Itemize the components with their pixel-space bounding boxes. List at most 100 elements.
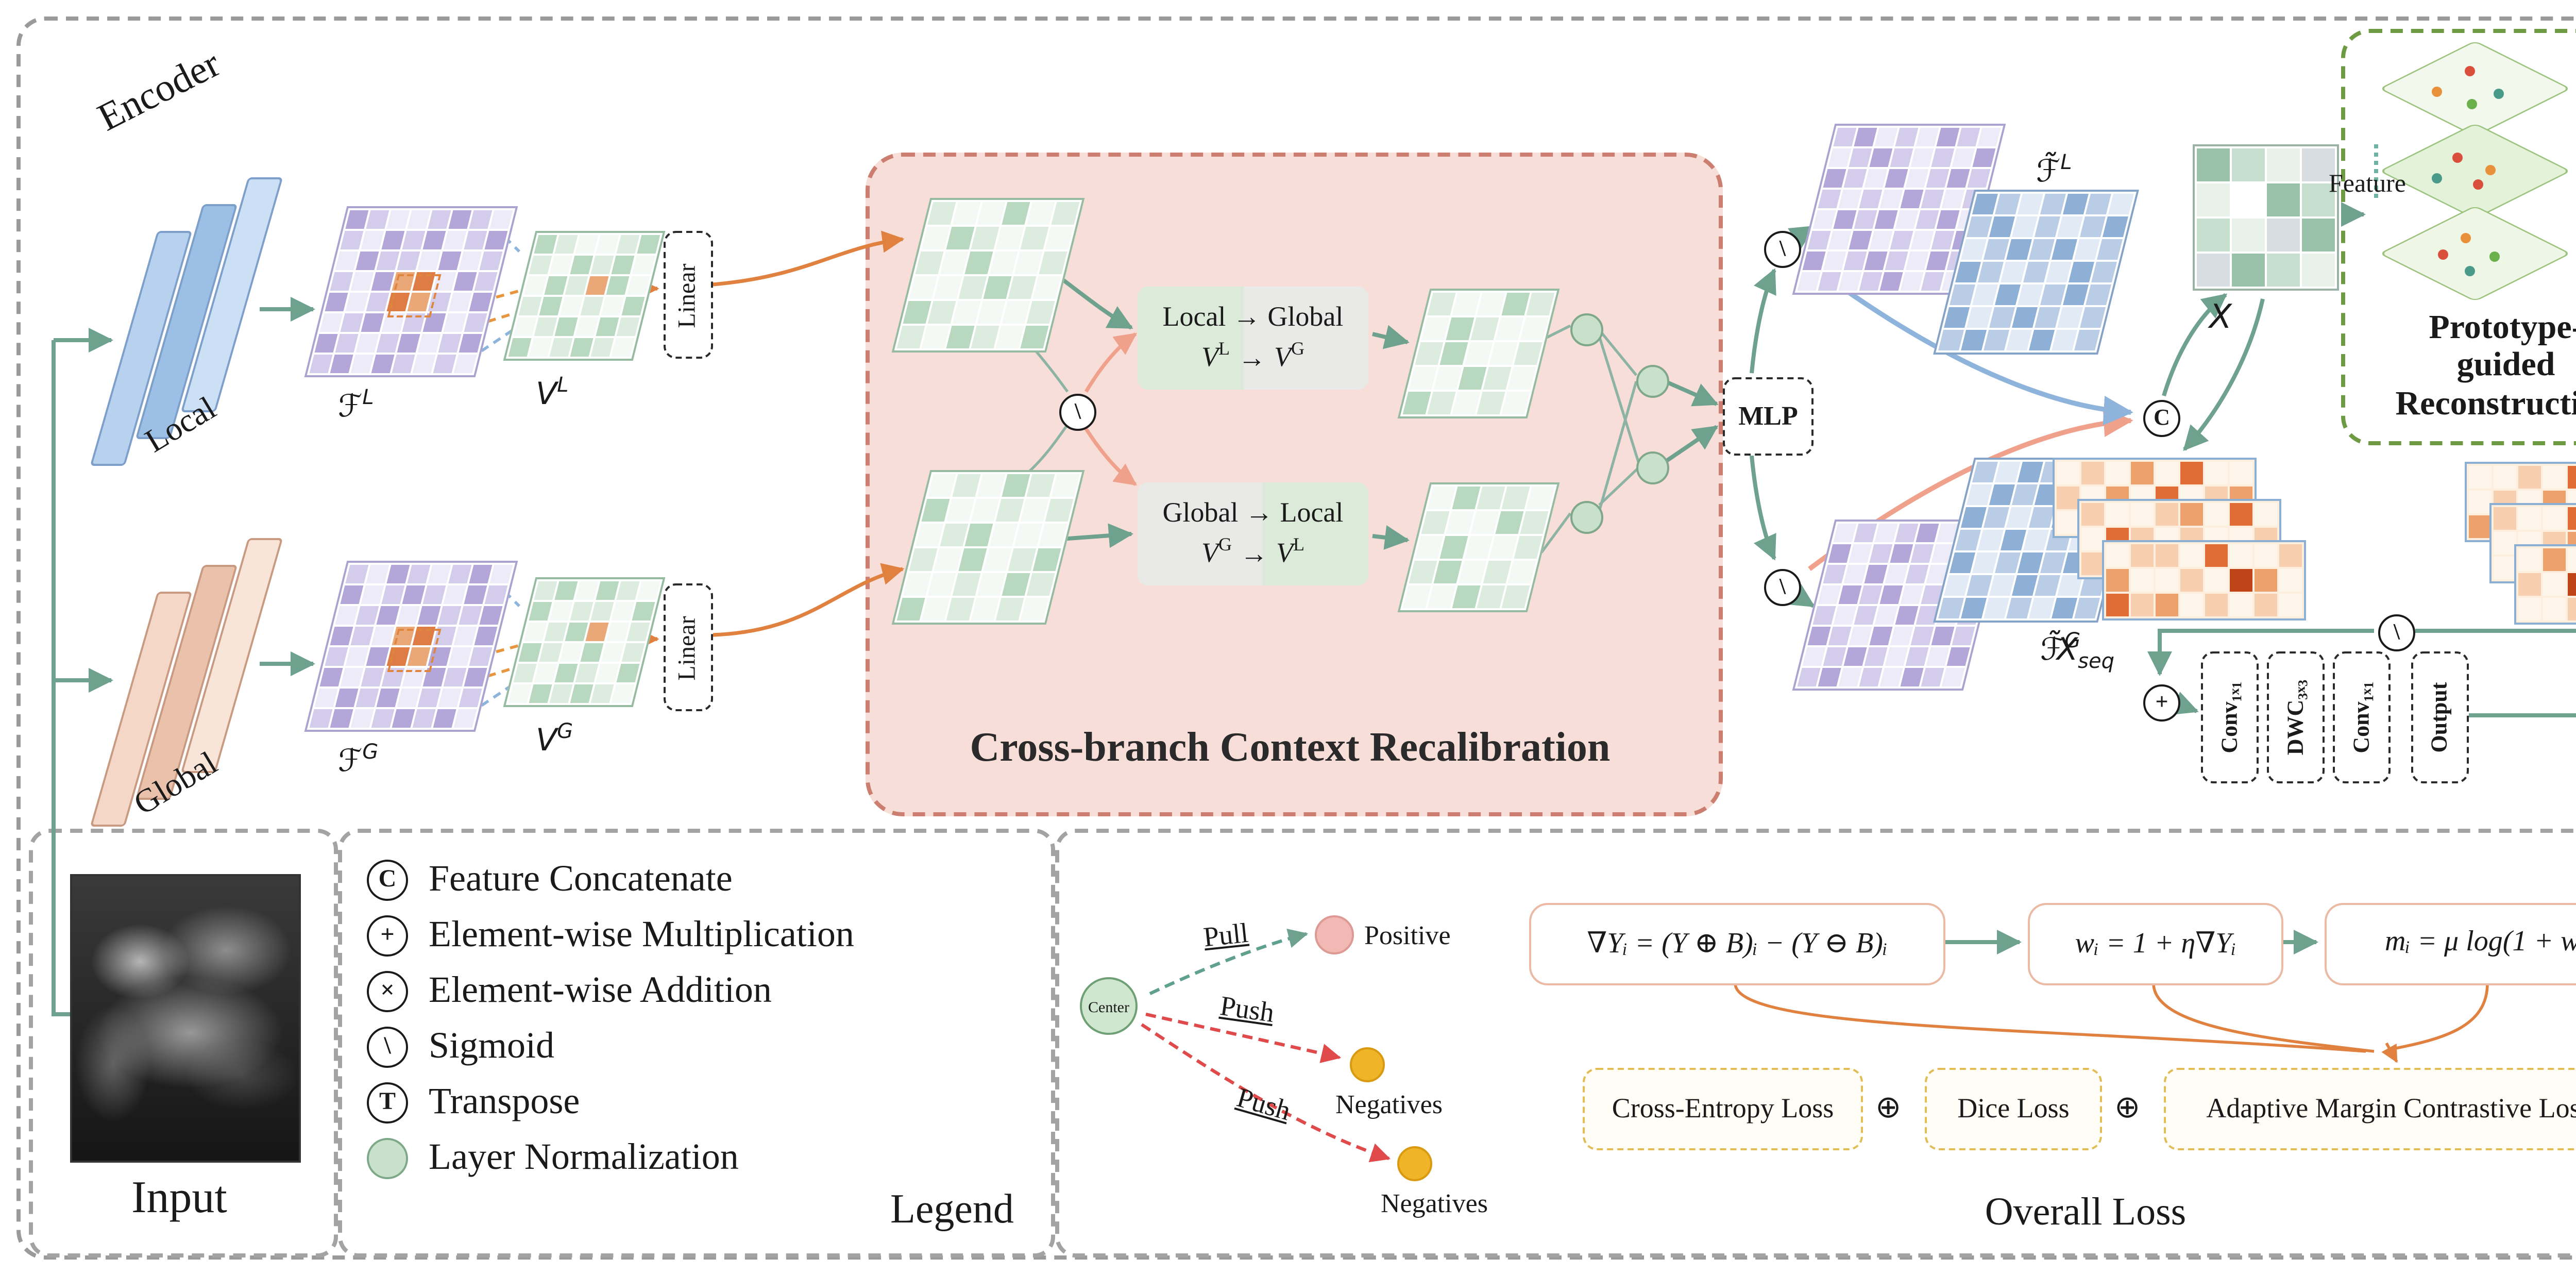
grid-cell — [2052, 598, 2078, 618]
grid-cell — [1936, 128, 1960, 146]
grid-cell — [2156, 544, 2178, 567]
grid-cell — [1874, 524, 1898, 542]
grid-cell — [909, 548, 938, 571]
grid-cell — [1885, 252, 1908, 270]
grid-cell — [549, 684, 573, 703]
prototype-plane — [2370, 198, 2576, 305]
grid-cell — [386, 565, 410, 583]
input-caption: Input — [131, 1171, 227, 1222]
grid-cell — [590, 256, 614, 274]
grid-cell — [1961, 598, 1987, 618]
grid-cell — [2051, 239, 2077, 260]
local-to-global-text: Local → Global — [1162, 301, 1344, 332]
grid-cell — [1823, 647, 1846, 666]
negative-node — [1350, 1047, 1385, 1082]
grid-cell — [1967, 307, 1993, 328]
grid-cell — [1864, 647, 1888, 666]
vl-sup: L — [557, 375, 569, 398]
grid-cell — [438, 334, 462, 353]
grid-cell — [2255, 569, 2277, 592]
grid-cell — [2543, 466, 2566, 489]
grid-cell — [417, 252, 441, 270]
grid-cell — [508, 338, 532, 357]
grid-cell — [1849, 627, 1872, 645]
grid-cell — [2267, 254, 2300, 287]
grid-cell — [1470, 317, 1499, 340]
grid-cell — [397, 606, 420, 625]
weight-formula-text: wᵢ = 1 + η∇Yᵢ — [2075, 929, 2236, 960]
grid-cell — [2081, 462, 2104, 484]
grid-cell — [1972, 552, 1998, 573]
grid-cell — [1921, 190, 1944, 208]
plus-operator: ⊕ — [1875, 1088, 1902, 1126]
grid-cell — [2086, 284, 2112, 305]
grid-cell — [1966, 484, 1992, 505]
prototype-dot — [2438, 249, 2448, 260]
grid-cell — [1032, 276, 1061, 299]
conv1x1-box-2: Conv₁ₓ₁ — [2333, 651, 2391, 783]
grid-cell — [2568, 573, 2576, 596]
prototype-dot — [2461, 233, 2471, 243]
grid-cell — [2018, 552, 2044, 573]
grid-cell — [529, 338, 552, 357]
legend-item-concat: C Feature Concatenate — [367, 858, 733, 901]
grid-cell — [1952, 627, 1975, 645]
grid-cell — [534, 664, 557, 682]
grid-cell — [2091, 262, 2117, 282]
grid-cell — [1859, 272, 1883, 291]
grid-cell — [1961, 330, 1987, 350]
grid-cell — [565, 276, 588, 295]
prototype-dot — [2494, 89, 2504, 99]
output-box-label: Output — [2428, 682, 2452, 753]
grid-cell — [1797, 668, 1821, 686]
grid-cell — [1452, 392, 1481, 414]
conv1x1-label-1: Conv₁ₓ₁ — [2217, 681, 2242, 753]
layer-norm-node — [1636, 365, 1669, 398]
grid-cell — [927, 573, 956, 596]
grid-cell — [1972, 462, 1998, 482]
grid-cell — [529, 684, 552, 703]
grid-cell — [1905, 647, 1929, 666]
grid-cell — [1926, 647, 1950, 666]
grid-cell — [1452, 487, 1481, 509]
grid-cell — [325, 647, 348, 666]
grid-cell — [2106, 569, 2129, 592]
vg-to-vl-text: VG→VL — [1201, 534, 1304, 568]
grid-cell — [1002, 202, 1030, 225]
legend-item-sigmoid: \ Sigmoid — [367, 1025, 554, 1068]
grid-cell — [453, 709, 477, 728]
grid-cell — [2494, 507, 2516, 530]
grid-cell — [2106, 544, 2129, 567]
grid-cell — [474, 272, 498, 291]
grid-cell — [2012, 575, 2038, 596]
linear-label-global: Linear — [673, 615, 702, 680]
grid-cell — [2063, 284, 2089, 305]
grid-cell — [971, 227, 999, 249]
grid-cell — [1910, 231, 1934, 249]
grid-cell — [570, 602, 594, 621]
grid-cell — [1952, 148, 1975, 167]
vg-base: V — [536, 722, 557, 759]
grid-cell — [1916, 524, 1939, 542]
grid-cell — [479, 252, 503, 270]
grid-cell — [345, 565, 369, 583]
grid-cell — [1849, 231, 1872, 249]
grid-cell — [513, 664, 537, 682]
grid-cell — [575, 317, 599, 336]
grid-cell — [448, 647, 472, 666]
legend-label: Element-wise Multiplication — [429, 913, 854, 954]
grid-cell — [1843, 565, 1867, 583]
grid-cell — [330, 627, 353, 645]
grid-cell — [1900, 272, 1924, 291]
grid-cell — [340, 313, 364, 332]
conv1x1-box-1: Conv₁ₓ₁ — [2201, 651, 2259, 783]
grid-cell — [1507, 561, 1536, 583]
grid-cell — [2180, 503, 2203, 526]
grid-cell — [366, 210, 389, 229]
grid-cell — [560, 297, 583, 315]
grid-cell — [1402, 392, 1431, 414]
grid-cell — [1409, 367, 1437, 390]
grid-cell — [903, 301, 931, 324]
legend-item-addition: × Element-wise Addition — [367, 969, 772, 1012]
grid-cell — [371, 355, 395, 373]
